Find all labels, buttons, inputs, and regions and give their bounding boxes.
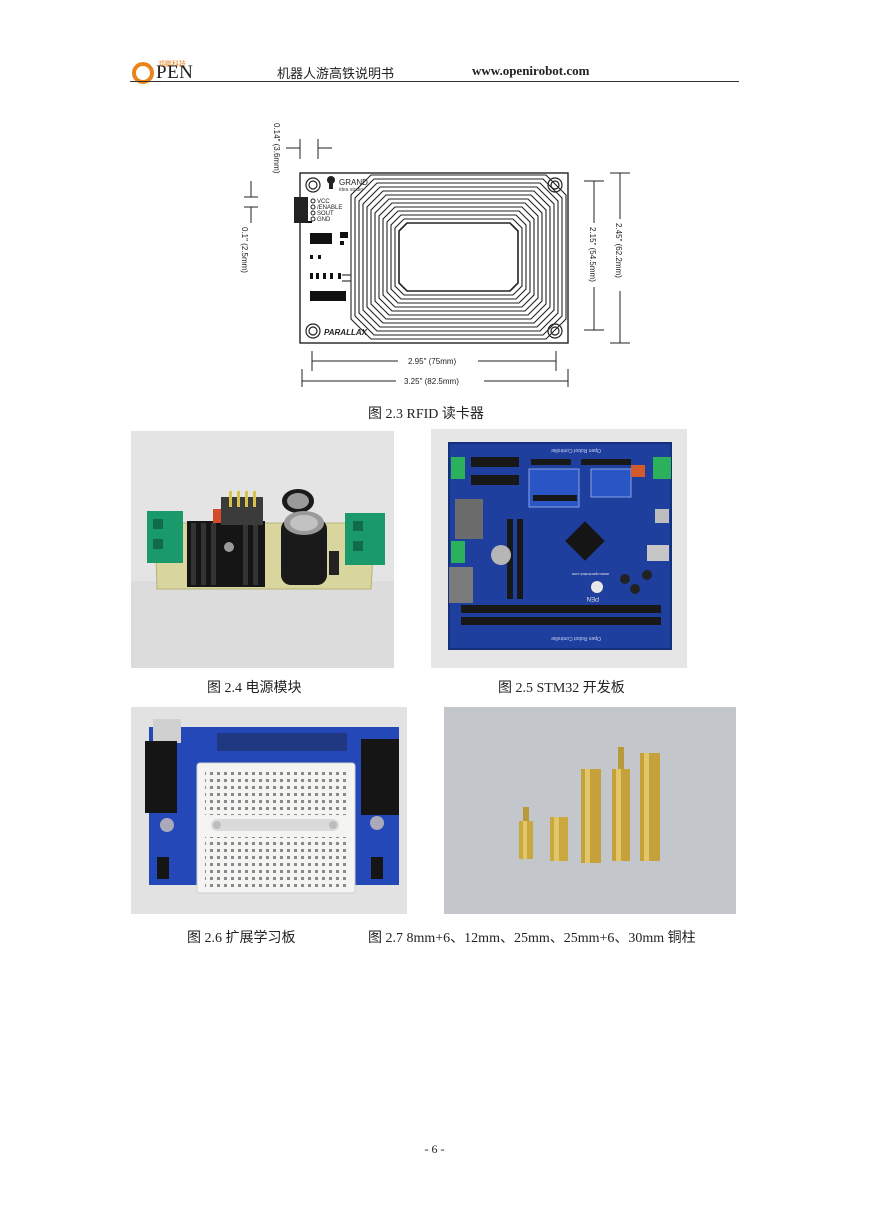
header-title: 机器人游高铁说明书 (277, 66, 395, 81)
silk-bottom-label: Open Robot Controller (551, 635, 601, 641)
grand-logo-icon (327, 176, 335, 189)
outer-width-label: 3.25" (82.5mm) (404, 377, 459, 386)
breadboard-holes (205, 771, 347, 887)
standoff-25mm-6 (612, 747, 630, 861)
rfid-reader-drawing: 0.14" (3.6mm) 0.1" (2.5mm) VCC /ENABLE S… (240, 123, 630, 387)
breadboard-image (131, 707, 407, 914)
standoff-12mm (550, 817, 568, 861)
pin-label-vcc: VCC (317, 199, 330, 205)
caption-fig-2-5: 图 2.5 STM32 开发板 (498, 681, 625, 696)
maker-label: PARALLAX (324, 328, 368, 337)
pin-width-label: 0.14" (3.6mm) (272, 123, 281, 174)
power-module-image (131, 431, 394, 668)
caption-fig-2-4: 图 2.4 电源模块 (207, 681, 302, 696)
brand-sub-label: idea studio (339, 187, 363, 193)
width-dimensions (301, 351, 569, 387)
pin-width-dimension (286, 139, 332, 159)
silk-top-label: Open Robot Controller (551, 447, 601, 453)
pin-pitch-label: 0.1" (2.5mm) (240, 227, 249, 273)
power-module-photo (131, 431, 394, 668)
logo-chinese-name: 鸿鹏科技 (158, 60, 186, 68)
standoff-30mm (640, 753, 660, 861)
standoff-8mm (519, 807, 533, 859)
outer-height-label: 2.45" (62.2mm) (614, 223, 623, 278)
brand-label: GRAND (339, 178, 368, 187)
stm32-board-photo: Open Robot Controller PEN w (431, 429, 687, 668)
breadboard-photo (131, 707, 407, 914)
pin-label-gnd: GND (317, 217, 331, 223)
inner-height-label: 2.15" (54.5mm) (588, 227, 597, 282)
pin-label-sout: SOUT (317, 211, 334, 217)
inner-width-label: 2.95" (75mm) (408, 357, 457, 366)
antenna-coil (342, 174, 567, 340)
header-rule (130, 81, 739, 82)
caption-fig-2-3: 图 2.3 RFID 读卡器 (368, 407, 484, 422)
logo-o-mark (132, 62, 154, 84)
logo-text: PEN (156, 62, 194, 83)
caption-fig-2-6: 图 2.6 扩展学习板 (187, 931, 296, 946)
pin-pitch-dimension (244, 181, 258, 223)
page-number: - 6 - (424, 1142, 445, 1156)
standoff-25mm (581, 769, 601, 863)
caption-fig-2-7: 图 2.7 8mm+6、12mm、25mm、25mm+6、30mm 铜柱 (368, 931, 696, 946)
silk-url-label: www.openirobot.com (571, 572, 609, 577)
pin-label-enable: /ENABLE (317, 205, 342, 211)
standoffs-photo (444, 707, 736, 914)
mounting-holes (305, 177, 563, 339)
standoffs-image (444, 707, 736, 914)
height-dimensions (584, 172, 630, 344)
stm32-board-image: Open Robot Controller PEN w (431, 429, 687, 668)
pin-header (294, 197, 316, 223)
header-url: www.openirobot.com (472, 63, 590, 78)
silk-logo-label: PEN (587, 595, 599, 601)
rfid-chips (308, 221, 348, 301)
